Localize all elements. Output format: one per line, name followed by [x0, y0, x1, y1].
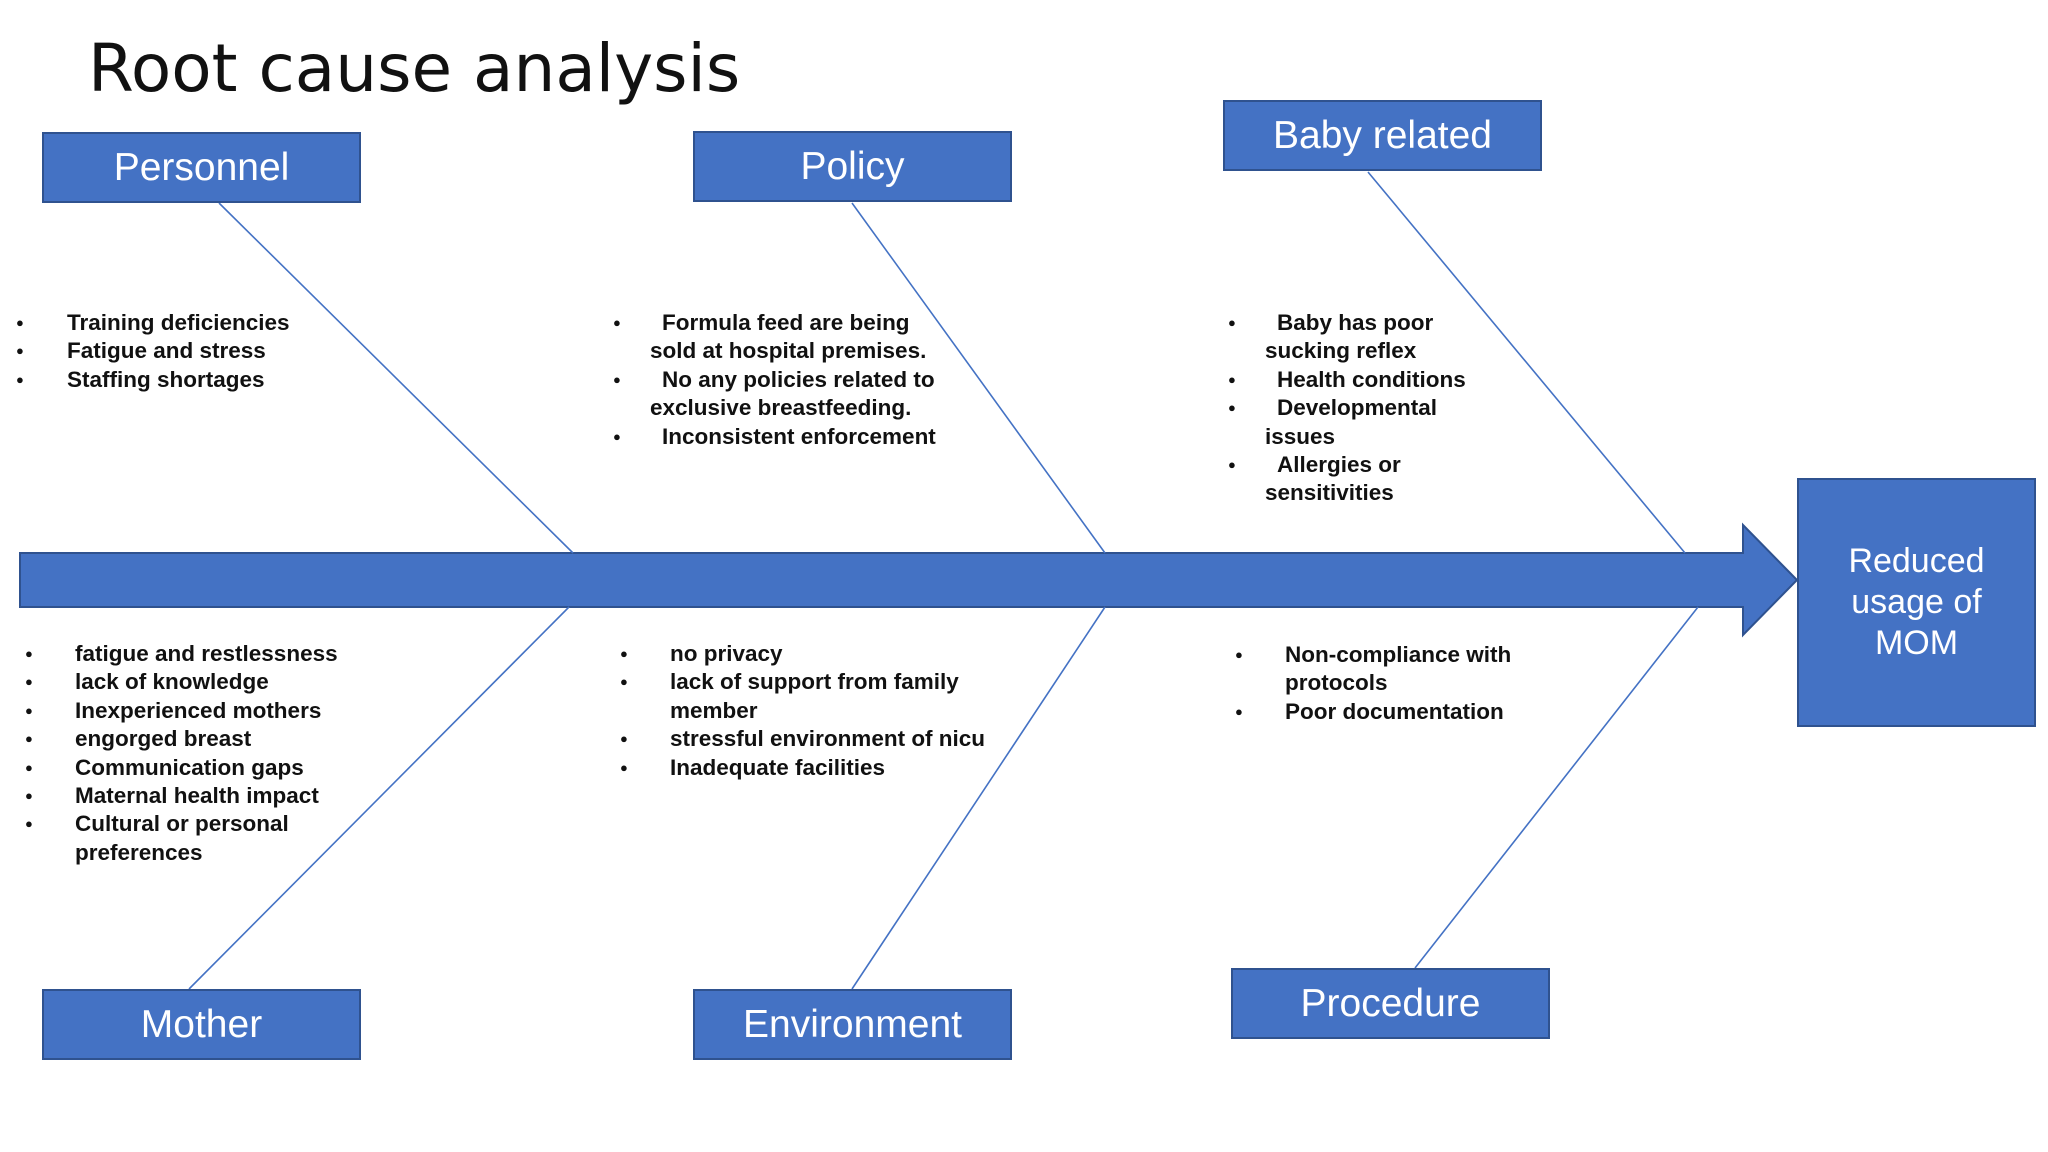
cause-item: Fatigue and stress [16, 337, 364, 366]
cause-item: no privacy [620, 640, 1000, 669]
category-label: Policy [800, 144, 905, 188]
category-environment: Environment [693, 989, 1012, 1060]
cause-item: No any policies related to exclusive bre… [613, 366, 940, 423]
category-procedure: Procedure [1231, 968, 1550, 1039]
category-label: Environment [743, 1002, 962, 1046]
cause-item: Maternal health impact [25, 782, 365, 811]
cause-item: Training deficiencies [16, 309, 364, 338]
bone-mother [188, 606, 570, 990]
cause-item: engorged breast [25, 725, 365, 754]
cause-item: Baby has poor sucking reflex [1228, 309, 1510, 366]
cause-item: Formula feed are being sold at hospital … [613, 309, 940, 366]
bone-policy [851, 202, 1106, 554]
category-mother: Mother [42, 989, 361, 1060]
cause-item: Communication gaps [25, 754, 365, 783]
causes-environment: no privacy lack of support from family m… [620, 640, 1000, 783]
cause-item: Non-compliance with protocols [1235, 641, 1560, 698]
category-label: Mother [140, 1002, 263, 1046]
cause-item: lack of knowledge [25, 668, 365, 697]
cause-item: fatigue and restlessness [25, 640, 365, 669]
causes-policy: Formula feed are being sold at hospital … [613, 309, 940, 452]
cause-item: Allergies or sensitivities [1228, 451, 1510, 508]
page-title: Root cause analysis [88, 30, 741, 107]
causes-procedure: Non-compliance with protocols Poor docum… [1235, 641, 1560, 727]
cause-item: Poor documentation [1235, 698, 1560, 727]
cause-item: Inexperienced mothers [25, 697, 365, 726]
cause-item: Health conditions [1228, 366, 1510, 395]
causes-baby-related: Baby has poor sucking reflex Health cond… [1228, 309, 1510, 508]
category-label: Procedure [1300, 981, 1481, 1025]
cause-item: Staffing shortages [16, 366, 364, 395]
category-label: Baby related [1273, 113, 1492, 157]
bone-environment [851, 606, 1106, 990]
effect-label: Reduced usage of MOM [1848, 542, 1985, 662]
cause-item: Developmental issues [1228, 394, 1510, 451]
cause-item: Cultural or personal preferences [25, 810, 365, 867]
causes-personnel: Training deficiencies Fatigue and stress… [16, 309, 364, 395]
cause-item: stressful environment of nicu [620, 725, 1000, 754]
cause-item: lack of support from family member [620, 668, 1000, 725]
category-personnel: Personnel [42, 132, 361, 203]
bone-personnel [218, 202, 574, 554]
bone-procedure [1414, 606, 1699, 969]
cause-item: Inadequate facilities [620, 754, 1000, 783]
cause-item: Inconsistent enforcement [613, 423, 940, 452]
category-policy: Policy [693, 131, 1012, 202]
spine-arrow [19, 522, 1799, 638]
category-baby-related: Baby related [1223, 100, 1542, 171]
effect-box: Reduced usage of MOM [1797, 478, 2036, 727]
causes-mother: fatigue and restlessness lack of knowled… [25, 640, 365, 867]
category-label: Personnel [113, 145, 290, 189]
bone-baby [1367, 171, 1686, 554]
